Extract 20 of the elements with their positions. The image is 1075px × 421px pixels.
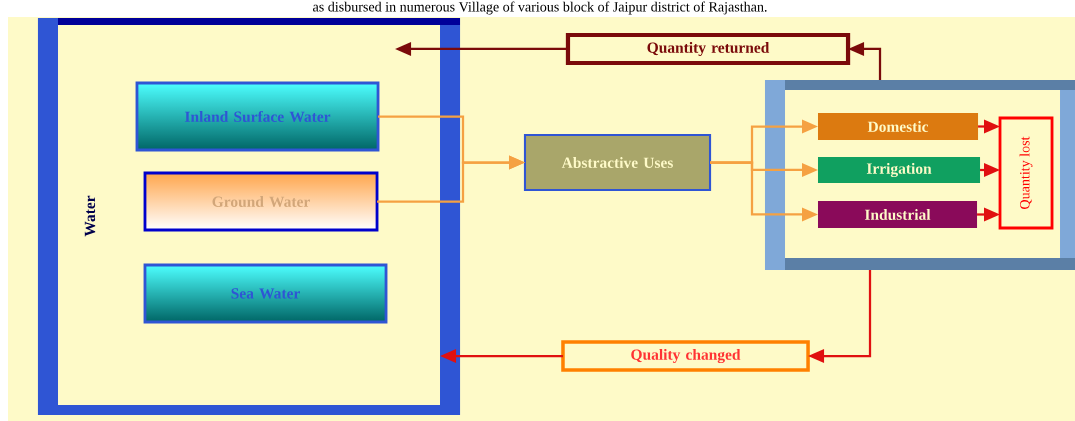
text-box: Sea Water: [143, 263, 388, 324]
text-box: Quantity lost: [998, 116, 1054, 230]
arrow: [440, 349, 563, 363]
arrow: [980, 163, 1000, 177]
arrow: [977, 207, 1000, 222]
arrow: [808, 270, 872, 363]
use-box: Industrial: [818, 201, 978, 228]
label-box: Quantity returned: [565, 32, 851, 66]
arrow: [848, 42, 882, 80]
caption-text: as disbursed in numerous Village of various block of Jaipur district of Rajasthan.: [313, 1, 767, 15]
arrow: [978, 119, 1000, 134]
use-box: Domestic: [818, 113, 979, 140]
arrow: [377, 155, 525, 203]
process-box: Abstractive Uses: [523, 133, 712, 192]
arrow: [395, 42, 568, 56]
text-box: Inland Surface Water: [135, 81, 380, 152]
text-box: Ground Water: [143, 171, 379, 232]
arrow: [710, 161, 818, 222]
label-box: Quality changed: [561, 340, 810, 372]
use-box: Irrigation: [818, 157, 981, 183]
